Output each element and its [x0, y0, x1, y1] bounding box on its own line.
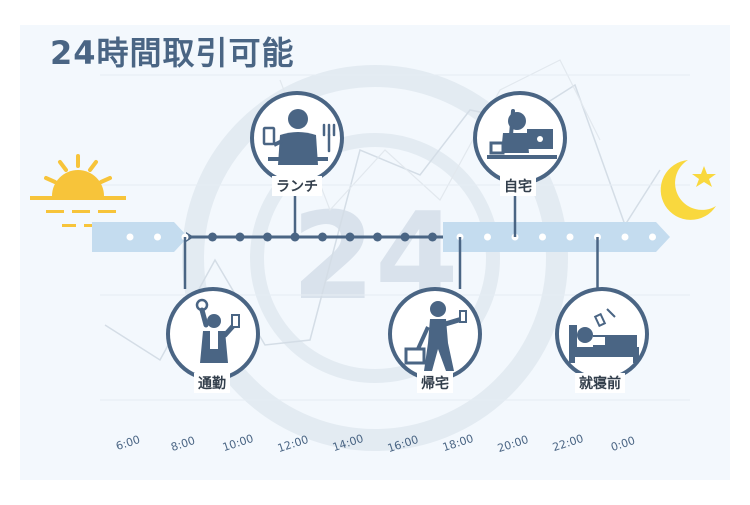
event-label-going-home: 帰宅 [417, 373, 453, 393]
commuter-holding-strap-icon [195, 298, 240, 363]
event-label-before-bed: 就寝前 [575, 373, 625, 393]
timeline-dot [484, 233, 491, 241]
timeline-dot [566, 233, 574, 241]
event-label-at-home: 自宅 [500, 176, 536, 196]
event-before-bed [555, 287, 649, 381]
event-label-lunch: ランチ [272, 176, 322, 196]
timeline-dot [126, 233, 134, 241]
crescent-moon-icon [660, 160, 716, 220]
timeline-dot [318, 232, 327, 242]
diagram-panel [20, 25, 730, 480]
timeline-dot [400, 232, 410, 242]
timeline-dot [154, 233, 161, 241]
lunch-phone-fork-icon [262, 109, 336, 165]
timeline-dot [208, 232, 217, 242]
laptop-at-home-icon [487, 109, 557, 159]
timeline-dot [235, 232, 245, 242]
event-label-commute: 通勤 [194, 373, 230, 393]
timeline-dot [345, 232, 355, 242]
bed-with-phone-icon [569, 308, 639, 363]
timeline-dot [539, 233, 546, 241]
timeline-band [92, 222, 670, 252]
event-commute [166, 287, 260, 381]
event-going-home [388, 287, 482, 381]
event-at-home [473, 91, 567, 185]
timeline-dot [263, 232, 272, 242]
event-lunch [250, 91, 344, 185]
timeline-dot [649, 233, 656, 241]
timeline-dot [373, 232, 382, 242]
timeline-dot [621, 233, 629, 241]
page-title: 24時間取引可能 [50, 34, 295, 72]
timeline-dot [428, 232, 437, 242]
sunrise-icon [30, 154, 126, 227]
walking-home-with-bag-icon [404, 301, 467, 371]
